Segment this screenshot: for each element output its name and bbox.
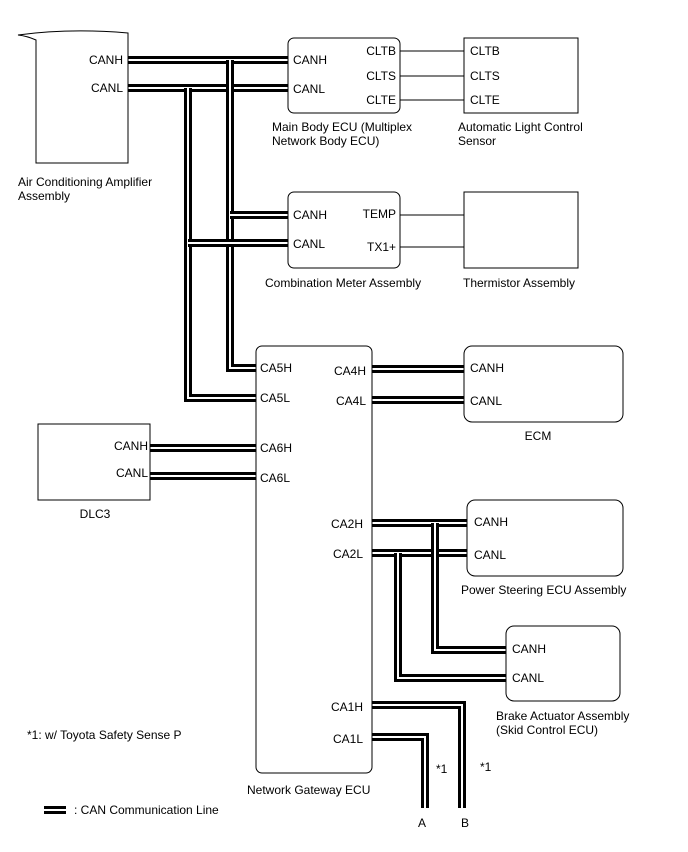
main-body-clts-label: CLTS <box>366 69 396 83</box>
bus-ca1h-to-connector-b <box>372 701 466 808</box>
main-body-cltb-label: CLTB <box>366 44 396 58</box>
ecm-canl-label: CANL <box>470 394 502 408</box>
bus-brake-actuator-canl <box>394 553 506 682</box>
connector-b-mark: *1 <box>480 760 492 774</box>
gateway-ca5h-label: CA5H <box>260 361 292 375</box>
bus-canh-trunk-to-gateway <box>226 60 256 372</box>
auto-light-cltb-label: CLTB <box>470 44 500 58</box>
bus-brake-actuator-canh <box>431 523 506 654</box>
bus-canl-trunk-to-gateway <box>184 88 256 402</box>
gateway-ca4h-label: CA4H <box>334 364 366 378</box>
power-steering-canh-label: CANH <box>474 515 508 529</box>
aircon-canh-label: CANH <box>89 53 123 67</box>
connector-b-label: B <box>461 816 469 830</box>
gateway-ca2h-label: CA2H <box>331 517 363 531</box>
bus-ca1l-to-connector-a <box>372 733 429 808</box>
main-body-clte-label: CLTE <box>366 93 396 107</box>
dlc3-name: DLC3 <box>80 507 111 521</box>
brake-actuator-name-line1: Brake Actuator Assembly <box>496 709 629 723</box>
thermistor-assembly: Thermistor Assembly <box>463 191 579 290</box>
gateway-ca5l-label: CA5L <box>260 391 290 405</box>
gateway-name: Network Gateway ECU <box>247 783 370 797</box>
aircon-name-line1: Air Conditioning Amplifier <box>18 175 152 189</box>
thermistor-name: Thermistor Assembly <box>463 276 575 290</box>
auto-light-name-line2: Sensor <box>458 134 496 148</box>
auto-light-clts-label: CLTS <box>470 69 500 83</box>
aircon-name-line2: Assembly <box>18 189 70 203</box>
main-body-name-line1: Main Body ECU (Multiplex <box>272 120 412 134</box>
combination-meter: CANH CANL TEMP TX1+ Combination Meter As… <box>265 191 421 290</box>
brake-actuator-canl-label: CANL <box>512 671 544 685</box>
ecm: CANH CANL ECM <box>463 345 624 443</box>
legend-label: : CAN Communication Line <box>74 803 219 817</box>
connector-endpoints: *1 *1 A B <box>418 760 492 830</box>
gateway-ca4l-label: CA4L <box>336 394 366 408</box>
brake-actuator: CANH CANL Brake Actuator Assembly (Skid … <box>496 625 629 737</box>
can-bus-lines <box>128 56 506 808</box>
connector-a-mark: *1 <box>436 762 448 776</box>
gateway-ca6h-label: CA6H <box>260 441 292 455</box>
gateway-ca1l-label: CA1L <box>333 732 363 746</box>
ecm-canh-label: CANH <box>470 361 504 375</box>
dlc3-canl-label: CANL <box>116 466 148 480</box>
main-body-ecu: CANH CANL CLTB CLTS CLTE Main Body ECU (… <box>272 37 412 148</box>
brake-actuator-canh-label: CANH <box>512 642 546 656</box>
dlc3-canh-label: CANH <box>114 439 148 453</box>
combo-meter-name: Combination Meter Assembly <box>265 276 421 290</box>
main-body-name-line2: Network Body ECU) <box>272 134 379 148</box>
ecm-name: ECM <box>525 429 552 443</box>
main-body-canl-label: CANL <box>293 82 325 96</box>
gateway-ca6l-label: CA6L <box>260 471 290 485</box>
power-steering-ecu: CANH CANL Power Steering ECU Assembly <box>461 499 626 597</box>
footnote: *1: w/ Toyota Safety Sense P <box>27 728 182 742</box>
signal-wires <box>400 50 464 248</box>
brake-actuator-name-line2: (Skid Control ECU) <box>496 723 598 737</box>
auto-light-name-line1: Automatic Light Control <box>458 120 583 134</box>
aircon-amplifier: CANH CANL Air Conditioning Amplifier Ass… <box>17 30 152 203</box>
auto-light-sensor: CLTB CLTS CLTE Automatic Light Control S… <box>458 37 583 148</box>
gateway-ca2l-label: CA2L <box>333 547 363 561</box>
legend: : CAN Communication Line <box>44 803 219 817</box>
aircon-canl-label: CANL <box>91 81 123 95</box>
auto-light-clte-label: CLTE <box>470 93 500 107</box>
combo-meter-canh-label: CANH <box>293 208 327 222</box>
power-steering-name: Power Steering ECU Assembly <box>461 583 626 597</box>
combo-meter-canl-label: CANL <box>293 237 325 251</box>
connector-a-label: A <box>418 816 426 830</box>
combo-meter-temp-label: TEMP <box>363 207 396 221</box>
power-steering-canl-label: CANL <box>474 548 506 562</box>
gateway-ca1h-label: CA1H <box>331 700 363 714</box>
main-body-canh-label: CANH <box>293 53 327 67</box>
dlc3: CANH CANL DLC3 <box>37 423 151 521</box>
combo-meter-tx1-label: TX1+ <box>367 240 396 254</box>
network-gateway-ecu: CA5H CA5L CA6H CA6L CA4H CA4L CA2H CA2L … <box>247 345 373 797</box>
